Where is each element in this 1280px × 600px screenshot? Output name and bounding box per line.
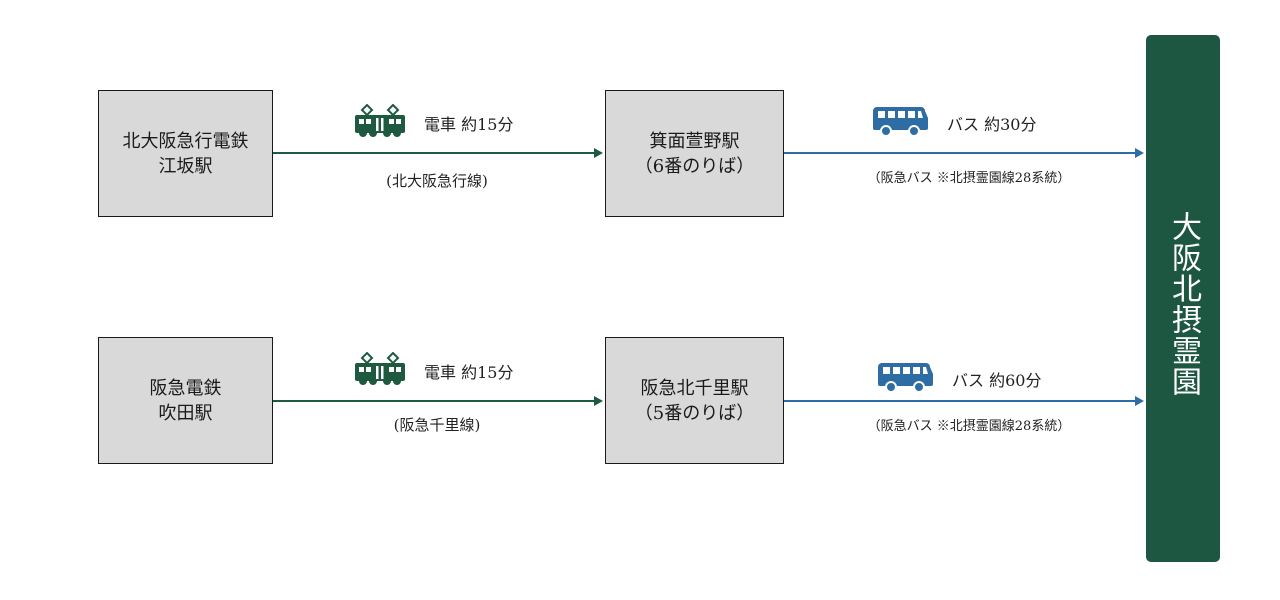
- train-arrow: [273, 396, 603, 406]
- bus-icon: [878, 362, 934, 396]
- origin-station-line1: 阪急電鉄: [149, 377, 222, 399]
- bus-line-name: （阪急バス ※北摂霊園線28系統）: [867, 419, 1071, 434]
- train-line-name: (阪急千里線): [393, 416, 481, 434]
- train-leg-time: 電車 約15分: [424, 115, 514, 134]
- bus-arrow: [784, 148, 1144, 158]
- transfer-station-line1: 阪急北千里駅: [640, 377, 749, 399]
- train-leg-time: 電車 約15分: [424, 363, 514, 382]
- transfer-station-kita-senri: 阪急北千里駅 （5番のりば）: [605, 337, 784, 464]
- bus-leg-time: バス 約30分: [947, 115, 1037, 134]
- origin-station-line2: 吹田駅: [158, 402, 213, 424]
- bus-leg-label: バス 約30分: [873, 106, 1036, 140]
- train-line-name: (北大阪急行線): [386, 172, 488, 190]
- destination-label: 大阪北摂霊園: [1166, 210, 1201, 397]
- origin-station-esaka: 北大阪急行電鉄 江坂駅: [98, 90, 273, 217]
- bus-arrow: [784, 396, 1144, 406]
- train-icon: [354, 351, 406, 390]
- transfer-station-line1: 箕面萱野駅: [649, 130, 740, 152]
- origin-station-line2: 江坂駅: [158, 155, 213, 177]
- train-leg-label: 電車 約15分: [354, 103, 514, 142]
- transfer-station-line2: （5番のりば）: [634, 402, 755, 424]
- train-icon: [354, 103, 406, 142]
- transfer-station-minoh-kayano: 箕面萱野駅 （6番のりば）: [605, 90, 784, 217]
- origin-station-line1: 北大阪急行電鉄: [122, 130, 249, 152]
- destination-osaka-hokusetsu-cemetery: 大阪北摂霊園: [1146, 35, 1220, 562]
- bus-leg-time: バス 約60分: [952, 371, 1042, 390]
- bus-line-name: （阪急バス ※北摂霊園線28系統）: [867, 171, 1071, 186]
- train-arrow: [273, 148, 603, 158]
- origin-station-suita: 阪急電鉄 吹田駅: [98, 337, 273, 464]
- transfer-station-line2: （6番のりば）: [634, 155, 755, 177]
- bus-icon: [873, 106, 929, 140]
- train-leg-label: 電車 約15分: [354, 351, 514, 390]
- bus-leg-label: バス 約60分: [878, 362, 1041, 396]
